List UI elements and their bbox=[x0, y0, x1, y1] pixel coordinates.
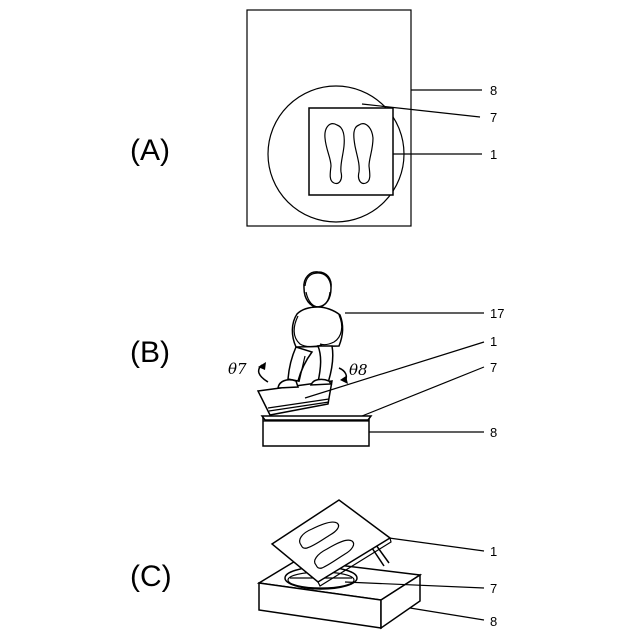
person-left-shoe bbox=[278, 380, 298, 388]
ref-person-b: 17 bbox=[490, 306, 504, 321]
ref-plate-a: 1 bbox=[490, 147, 497, 162]
panel-b: (B) bbox=[130, 272, 504, 446]
panel-a: (A) 8 7 1 bbox=[130, 10, 497, 226]
ref-base-a: 8 bbox=[490, 83, 497, 98]
ref-base-b: 8 bbox=[490, 425, 497, 440]
person-right-shoe bbox=[311, 379, 331, 385]
ref-plate-c: 1 bbox=[490, 544, 497, 559]
angle-theta-7: θ7 bbox=[228, 360, 247, 378]
panel-c: (C) 1 7 8 bbox=[130, 500, 497, 629]
panel-c-label: (C) bbox=[130, 560, 172, 593]
ref-disc-c: 7 bbox=[490, 581, 497, 596]
ref-disc-b: 7 bbox=[490, 360, 497, 375]
angle-theta-8: θ8 bbox=[349, 361, 368, 379]
ref-disc-a: 7 bbox=[490, 110, 497, 125]
panel-a-label: (A) bbox=[130, 134, 170, 167]
leader-plate-c bbox=[389, 538, 484, 551]
base-side-view bbox=[263, 418, 369, 446]
foot-plate-top-view bbox=[309, 108, 393, 195]
ref-base-c: 8 bbox=[490, 614, 497, 629]
ref-plate-b: 1 bbox=[490, 334, 497, 349]
person-figure bbox=[278, 272, 343, 388]
disc-side-view bbox=[262, 416, 371, 420]
leader-base-c bbox=[410, 608, 484, 620]
person-right-leg bbox=[318, 346, 333, 383]
panel-b-label: (B) bbox=[130, 336, 170, 369]
